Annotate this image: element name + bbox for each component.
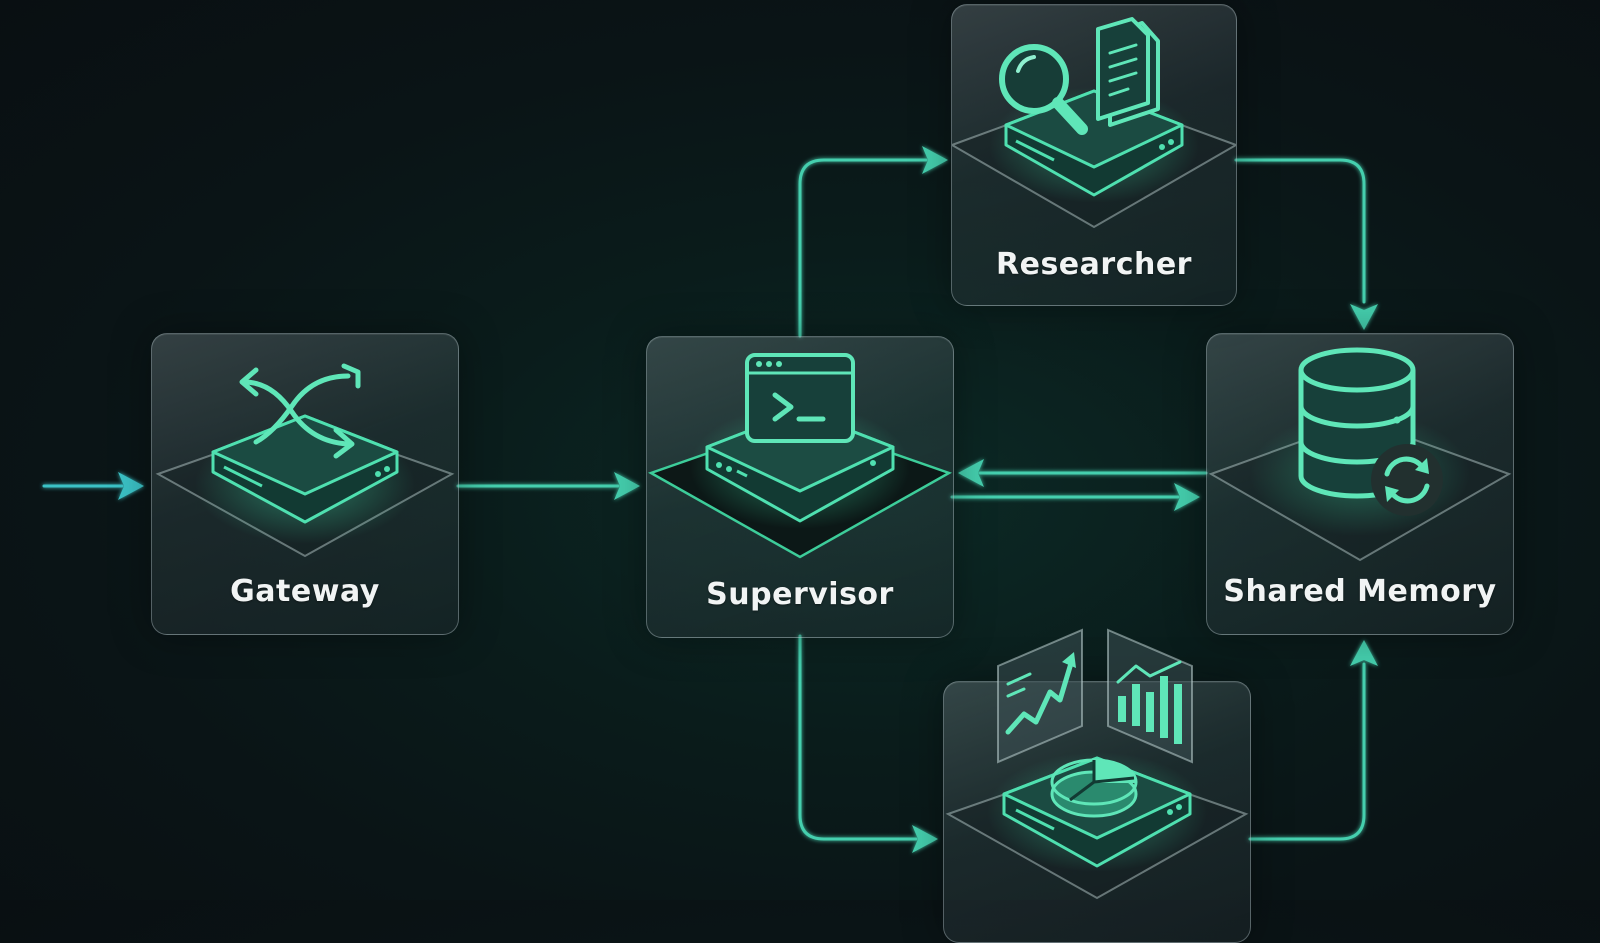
shuffle-icon	[155, 363, 455, 558]
chart-panels	[997, 628, 1193, 764]
architecture-diagram: Gateway Supervisor	[42, 4, 1514, 943]
arrowhead-supervisor-memory	[1174, 483, 1200, 511]
magnifier-documents-icon	[952, 17, 1236, 229]
supervisor-node[interactable]: Supervisor	[646, 336, 954, 638]
supervisor-label: Supervisor	[706, 577, 894, 612]
arrowhead-input	[118, 472, 144, 500]
bar-chart-panel	[1107, 628, 1193, 764]
analyst-node[interactable]	[943, 681, 1251, 943]
gateway-node[interactable]: Gateway	[151, 333, 459, 635]
researcher-label: Researcher	[996, 247, 1192, 282]
database-sync-icon	[1208, 347, 1512, 562]
arrowhead-supervisor-analyst	[912, 825, 938, 853]
shared-memory-node[interactable]: Shared Memory	[1206, 333, 1514, 635]
arrowhead-supervisor-researcher	[922, 146, 948, 174]
connector-arrows	[42, 146, 1378, 853]
charts-icon	[945, 752, 1249, 900]
arrowhead-gateway-supervisor	[614, 472, 640, 500]
terminal-icon	[647, 353, 953, 559]
gateway-label: Gateway	[230, 574, 380, 609]
arrow-analyst-to-memory	[1248, 662, 1366, 841]
arrow-supervisor-to-researcher	[798, 158, 928, 338]
researcher-node[interactable]: Researcher	[951, 4, 1237, 306]
line-chart-panel	[997, 628, 1083, 764]
arrowhead-researcher-memory	[1350, 304, 1378, 330]
shared-memory-label: Shared Memory	[1223, 574, 1497, 609]
arrowhead-analyst-memory	[1350, 640, 1378, 666]
arrowhead-memory-supervisor	[958, 459, 984, 487]
arrow-supervisor-to-analyst	[798, 634, 918, 841]
arrow-researcher-to-memory	[1234, 158, 1366, 304]
